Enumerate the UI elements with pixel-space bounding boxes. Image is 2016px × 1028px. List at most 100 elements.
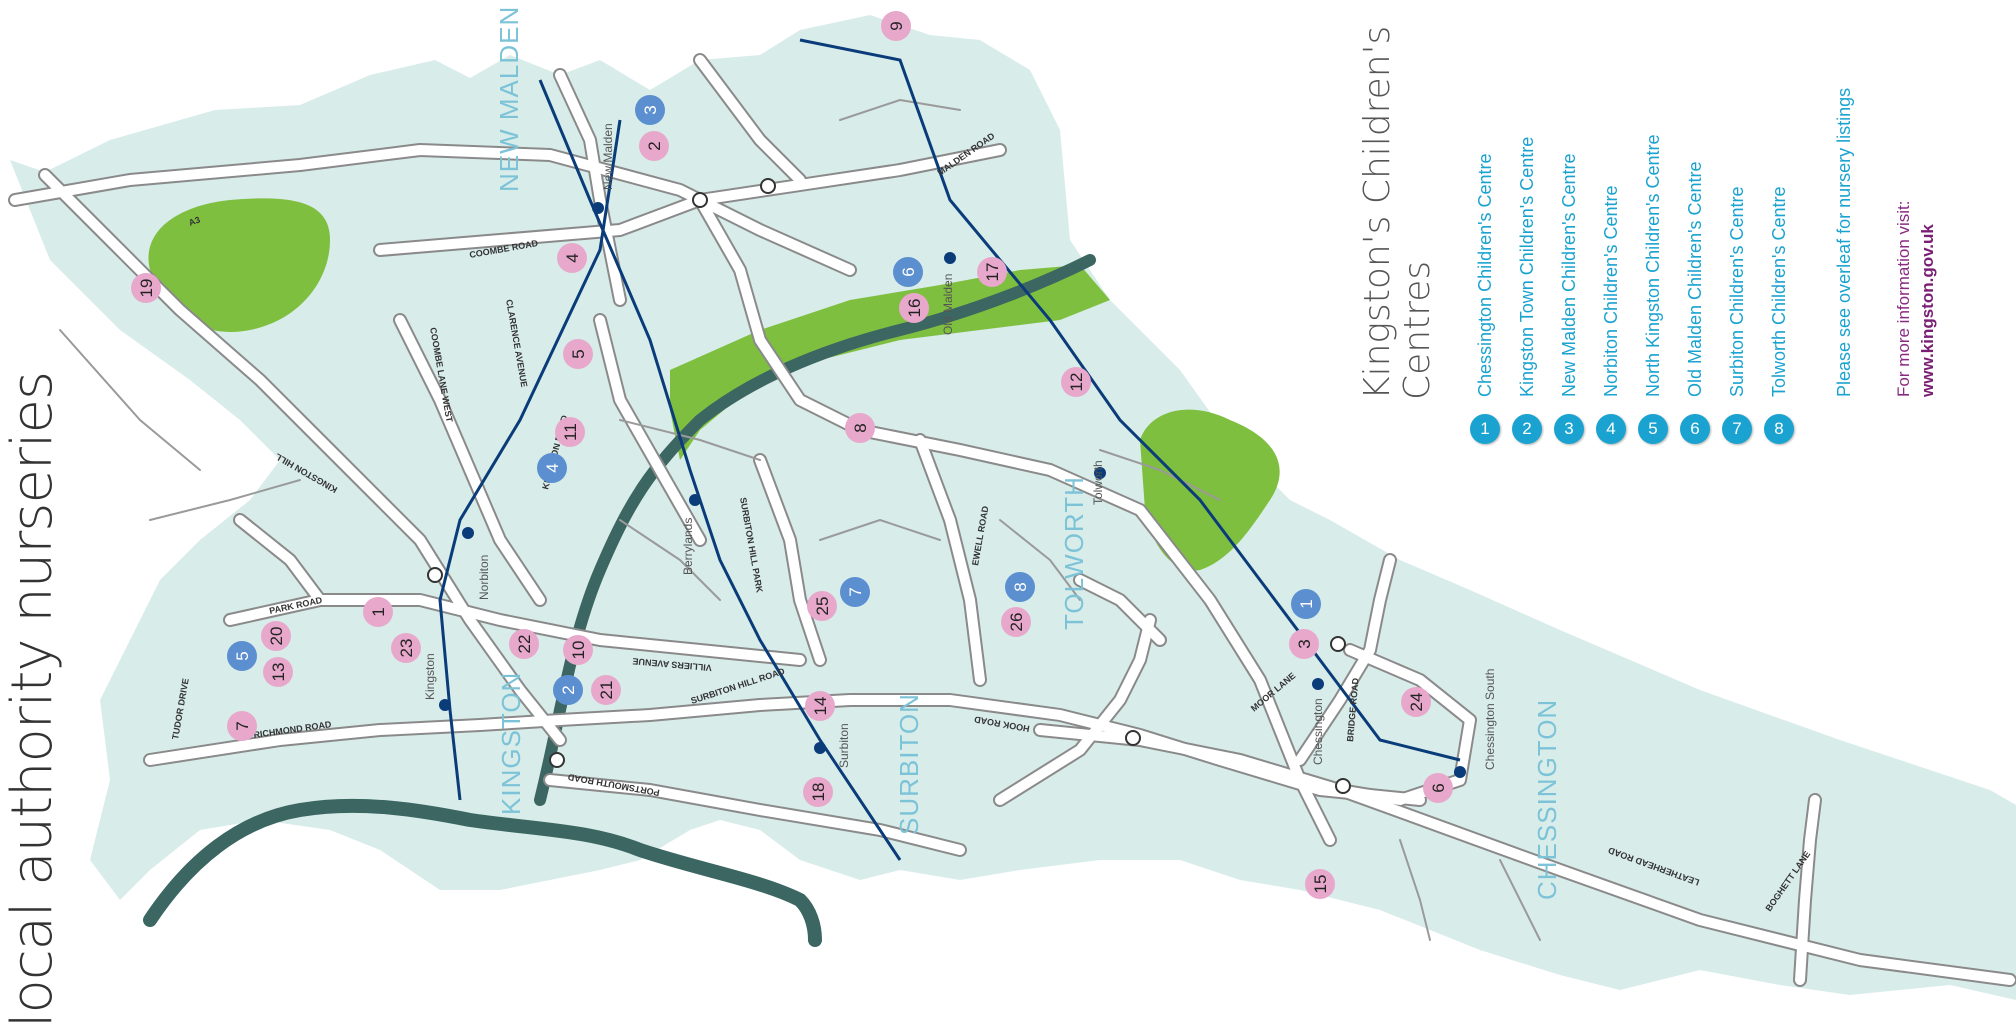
nursery-marker-circle[interactable] xyxy=(845,413,875,443)
nursery-marker-8[interactable]: 8 xyxy=(845,413,875,443)
centre-marker-circle[interactable] xyxy=(635,95,665,125)
legend-item-label[interactable]: New Malden Children's Centre xyxy=(1559,153,1579,397)
nursery-marker-5[interactable]: 5 xyxy=(563,339,593,369)
nursery-marker-25[interactable]: 25 xyxy=(807,591,837,621)
centre-marker-circle[interactable] xyxy=(537,453,567,483)
more-info-link[interactable]: www.kingston.gov.uk xyxy=(1918,224,1937,397)
nursery-marker-13[interactable]: 13 xyxy=(263,657,293,687)
nursery-marker-24[interactable]: 24 xyxy=(1401,687,1431,717)
centre-marker-7[interactable]: 7 xyxy=(840,577,870,607)
nursery-marker-label[interactable]: 15 xyxy=(1311,875,1330,894)
centre-marker-2[interactable]: 2 xyxy=(553,675,583,705)
nursery-marker-label[interactable]: 16 xyxy=(905,299,924,318)
nursery-marker-label[interactable]: 26 xyxy=(1007,613,1026,632)
nursery-marker-label[interactable]: 2 xyxy=(645,141,664,150)
centre-marker-8[interactable]: 8 xyxy=(1005,572,1035,602)
centre-marker-circle[interactable] xyxy=(893,257,923,287)
nursery-marker-circle[interactable] xyxy=(1289,629,1319,659)
nursery-marker-circle[interactable] xyxy=(391,633,421,663)
nursery-marker-label[interactable]: 12 xyxy=(1067,373,1086,392)
children-centre-markers[interactable]: 1 2 3 4 5 6 7 8 xyxy=(227,95,1321,705)
centre-marker-label[interactable]: 8 xyxy=(1011,582,1030,591)
nursery-marker-label[interactable]: 22 xyxy=(515,635,534,654)
centre-marker-label[interactable]: 6 xyxy=(899,267,918,276)
nursery-marker-16[interactable]: 16 xyxy=(899,293,929,323)
nursery-marker-circle[interactable] xyxy=(131,273,161,303)
nursery-marker-1[interactable]: 1 xyxy=(363,597,393,627)
legend-item-label[interactable]: Chessington Children's Centre xyxy=(1475,153,1495,397)
nursery-marker-label[interactable]: 6 xyxy=(1429,783,1448,792)
nursery-marker-circle[interactable] xyxy=(509,629,539,659)
centre-marker-1[interactable]: 1 xyxy=(1291,589,1321,619)
nursery-marker-label[interactable]: 8 xyxy=(851,423,870,432)
nursery-marker-circle[interactable] xyxy=(1305,869,1335,899)
centre-marker-6[interactable]: 6 xyxy=(893,257,923,287)
nursery-marker-label[interactable]: 13 xyxy=(269,663,288,682)
nursery-marker-15[interactable]: 15 xyxy=(1305,869,1335,899)
centre-marker-circle[interactable] xyxy=(1005,572,1035,602)
nursery-marker-20[interactable]: 20 xyxy=(261,621,291,651)
nursery-marker-circle[interactable] xyxy=(263,657,293,687)
nursery-marker-17[interactable]: 17 xyxy=(977,257,1007,287)
nursery-marker-3[interactable]: 3 xyxy=(1289,629,1319,659)
nursery-marker-label[interactable]: 11 xyxy=(561,423,580,441)
centre-marker-4[interactable]: 4 xyxy=(537,453,567,483)
nursery-marker-label[interactable]: 17 xyxy=(983,263,1002,282)
nursery-marker-circle[interactable] xyxy=(563,339,593,369)
centre-marker-label[interactable]: 1 xyxy=(1297,599,1316,608)
centre-marker-label[interactable]: 4 xyxy=(543,463,562,472)
centre-marker-label[interactable]: 2 xyxy=(559,685,578,694)
nursery-marker-circle[interactable] xyxy=(227,711,257,741)
nursery-marker-label[interactable]: 1 xyxy=(369,607,388,616)
nursery-marker-label[interactable]: 20 xyxy=(267,627,286,646)
nursery-marker-circle[interactable] xyxy=(1061,367,1091,397)
legend-item-label[interactable]: Tolworth Children's Centre xyxy=(1769,186,1789,397)
nursery-marker-circle[interactable] xyxy=(261,621,291,651)
nursery-marker-circle[interactable] xyxy=(557,243,587,273)
nursery-marker-label[interactable]: 18 xyxy=(809,783,828,802)
nursery-marker-circle[interactable] xyxy=(807,591,837,621)
legend-item-label[interactable]: North Kingston Children's Centre xyxy=(1643,134,1663,397)
nursery-marker-10[interactable]: 10 xyxy=(563,635,593,665)
nursery-marker-circle[interactable] xyxy=(1001,607,1031,637)
nursery-marker-2[interactable]: 2 xyxy=(639,131,669,161)
legend-item-label[interactable]: Norbiton Children's Centre xyxy=(1601,185,1621,397)
nursery-marker-label[interactable]: 5 xyxy=(569,349,588,358)
centre-marker-circle[interactable] xyxy=(227,641,257,671)
nursery-marker-label[interactable]: 14 xyxy=(811,697,830,716)
nursery-marker-circle[interactable] xyxy=(555,417,585,447)
legend-item-label[interactable]: Surbiton Children's Centre xyxy=(1727,186,1747,397)
nursery-marker-circle[interactable] xyxy=(881,11,911,41)
nursery-marker-circle[interactable] xyxy=(563,635,593,665)
nursery-marker-circle[interactable] xyxy=(363,597,393,627)
nursery-marker-14[interactable]: 14 xyxy=(805,691,835,721)
nursery-marker-7[interactable]: 7 xyxy=(227,711,257,741)
nursery-marker-circle[interactable] xyxy=(639,131,669,161)
nursery-marker-circle[interactable] xyxy=(805,691,835,721)
nursery-marker-circle[interactable] xyxy=(899,293,929,323)
centre-marker-circle[interactable] xyxy=(553,675,583,705)
legend-item-label[interactable]: Kingston Town Children's Centre xyxy=(1517,136,1537,397)
legend-item-label[interactable]: Old Malden Children's Centre xyxy=(1685,161,1705,397)
centre-marker-label[interactable]: 5 xyxy=(233,651,252,660)
nursery-marker-23[interactable]: 23 xyxy=(391,633,421,663)
nursery-marker-label[interactable]: 23 xyxy=(397,639,416,658)
nursery-marker-circle[interactable] xyxy=(1401,687,1431,717)
nursery-marker-label[interactable]: 19 xyxy=(137,279,156,298)
nursery-marker-circle[interactable] xyxy=(977,257,1007,287)
nursery-marker-label[interactable]: 3 xyxy=(1295,639,1314,648)
centre-marker-label[interactable]: 7 xyxy=(846,587,865,596)
nursery-marker-22[interactable]: 22 xyxy=(509,629,539,659)
nursery-marker-label[interactable]: 9 xyxy=(887,21,906,30)
nursery-marker-9[interactable]: 9 xyxy=(881,11,911,41)
nursery-marker-circle[interactable] xyxy=(1423,773,1453,803)
nursery-marker-circle[interactable] xyxy=(803,777,833,807)
nursery-marker-6[interactable]: 6 xyxy=(1423,773,1453,803)
nursery-marker-circle[interactable] xyxy=(591,675,621,705)
nursery-marker-label[interactable]: 7 xyxy=(233,721,252,730)
nursery-markers[interactable]: 1 2 3 4 5 6 7 8 9 10 11 12 13 14 15 16 1… xyxy=(131,11,1453,899)
centre-marker-circle[interactable] xyxy=(840,577,870,607)
nursery-marker-12[interactable]: 12 xyxy=(1061,367,1091,397)
nursery-marker-label[interactable]: 25 xyxy=(813,597,832,616)
nursery-marker-21[interactable]: 21 xyxy=(591,675,621,705)
